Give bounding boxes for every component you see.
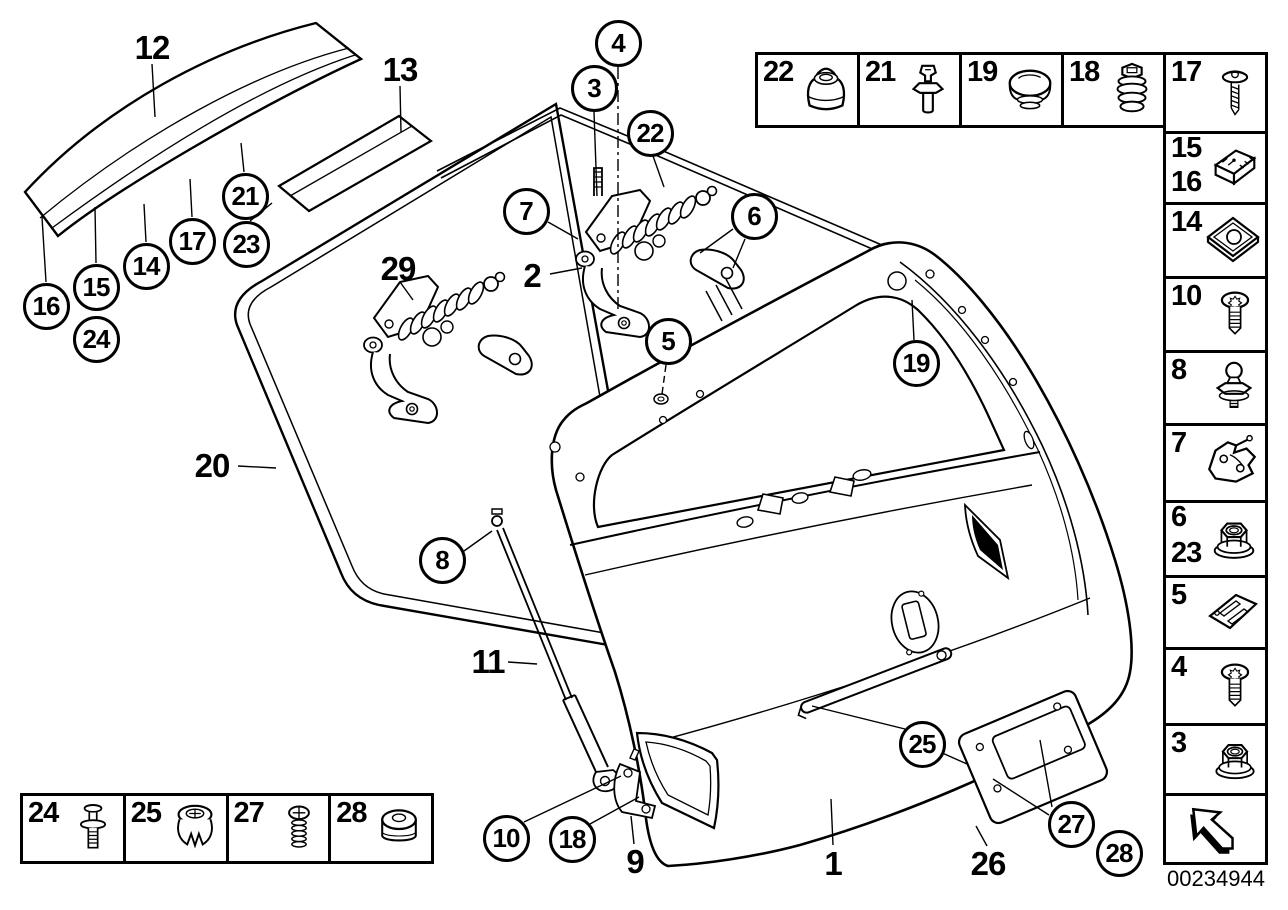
license-plate-bracket	[957, 689, 1109, 825]
flange-nut-icon	[1207, 731, 1263, 789]
callout-4[interactable]: 4	[594, 19, 642, 67]
callout-6[interactable]: 6	[730, 192, 778, 240]
callout-7[interactable]: 7	[502, 187, 550, 235]
torx-screw-icon	[1207, 656, 1263, 718]
ball-stud-icon	[1205, 358, 1263, 418]
lock-cylinder	[890, 590, 940, 656]
flange-nut-icon	[1205, 510, 1263, 568]
torx-screw-icon	[1207, 285, 1263, 345]
label-12[interactable]: 12	[134, 29, 171, 66]
callout-21[interactable]: 21	[221, 172, 269, 220]
callout-24[interactable]: 24	[72, 315, 120, 363]
round-buffer-icon	[369, 801, 429, 857]
seal-grommet	[653, 393, 669, 405]
callout-3[interactable]: 3	[570, 64, 618, 112]
part-box-15-16[interactable]: 15 16	[1166, 131, 1265, 202]
label-13[interactable]: 13	[382, 51, 419, 88]
part-box-10[interactable]: 10	[1166, 276, 1265, 350]
rivet-pin-icon	[65, 798, 121, 860]
hatch-marks	[705, 278, 743, 322]
expanding-nut-icon	[166, 799, 224, 859]
expansion-rivet-icon	[899, 61, 957, 119]
direction-arrow-box[interactable]	[1166, 793, 1265, 868]
label-1[interactable]: 1	[824, 845, 842, 882]
callout-8[interactable]: 8	[418, 536, 466, 584]
adjuster-shim-icon	[1203, 583, 1263, 643]
ribbed-buffer-icon	[1103, 61, 1161, 119]
label-11[interactable]: 11	[471, 643, 506, 680]
label-26[interactable]: 26	[970, 845, 1007, 882]
label-2[interactable]: 2	[523, 257, 541, 294]
part-box-column-right: 17 15 16 14 10 8 7 6 23 5 4 3	[1163, 52, 1268, 865]
callout-19[interactable]: 19	[892, 339, 940, 387]
part-box-5[interactable]: 5	[1166, 575, 1265, 647]
part-box-22[interactable]: 22	[758, 55, 857, 125]
callout-27[interactable]: 27	[1047, 800, 1095, 848]
part-box-21[interactable]: 21	[857, 55, 959, 125]
phillips-screw-icon	[272, 799, 326, 859]
washer-head-screw-icon	[1207, 63, 1263, 123]
grip-strip	[797, 647, 953, 720]
leader-lines	[41, 63, 1053, 847]
blind-plug-icon	[1001, 61, 1059, 119]
callout-15[interactable]: 15	[72, 263, 120, 311]
figure-number: 00234944	[1167, 866, 1265, 891]
label-20[interactable]: 20	[194, 447, 231, 484]
left-hinge	[363, 271, 533, 424]
part-box-19[interactable]: 19	[959, 55, 1061, 125]
part-box-3[interactable]: 3	[1166, 723, 1265, 793]
label-29[interactable]: 29	[380, 250, 417, 287]
part-box-4[interactable]: 4	[1166, 647, 1265, 723]
callout-17[interactable]: 17	[168, 217, 216, 265]
callout-10[interactable]: 10	[482, 814, 530, 862]
part-box-6-23[interactable]: 6 23	[1166, 500, 1265, 575]
hinge-stud	[593, 167, 603, 196]
part-box-27[interactable]: 27	[225, 796, 329, 861]
speed-nut-icon	[1203, 211, 1263, 271]
callout-5[interactable]: 5	[644, 317, 692, 365]
callout-28[interactable]: 28	[1095, 829, 1143, 877]
label-9[interactable]: 9	[626, 843, 644, 880]
spoiler-panel	[23, 21, 364, 238]
tailgate-body	[549, 241, 1133, 868]
protective-strip	[277, 114, 433, 213]
direction-arrow-icon	[1185, 801, 1247, 863]
callout-18[interactable]: 18	[548, 815, 596, 863]
callout-25[interactable]: 25	[898, 720, 946, 768]
part-box-8[interactable]: 8	[1166, 350, 1265, 423]
part-box-row-top: 22 21 19 18	[755, 52, 1166, 128]
part-box-24[interactable]: 24	[23, 796, 123, 861]
part-box-18[interactable]: 18	[1061, 55, 1163, 125]
rubber-buffer-icon	[797, 61, 855, 119]
part-box-row-bottom: 24 25 27 28	[20, 793, 434, 864]
part-box-17[interactable]: 17	[1166, 55, 1265, 131]
part-box-28[interactable]: 28	[328, 796, 431, 861]
part-box-25[interactable]: 25	[122, 796, 226, 861]
part-box-14[interactable]: 14	[1166, 202, 1265, 276]
part-box-7[interactable]: 7	[1166, 423, 1265, 500]
callout-22[interactable]: 22	[626, 109, 674, 157]
striker-bracket-icon	[1201, 432, 1263, 494]
callout-23[interactable]: 23	[222, 220, 270, 268]
callout-16[interactable]: 16	[22, 282, 70, 330]
switch-module-icon	[1205, 139, 1263, 197]
callout-14[interactable]: 14	[122, 242, 170, 290]
